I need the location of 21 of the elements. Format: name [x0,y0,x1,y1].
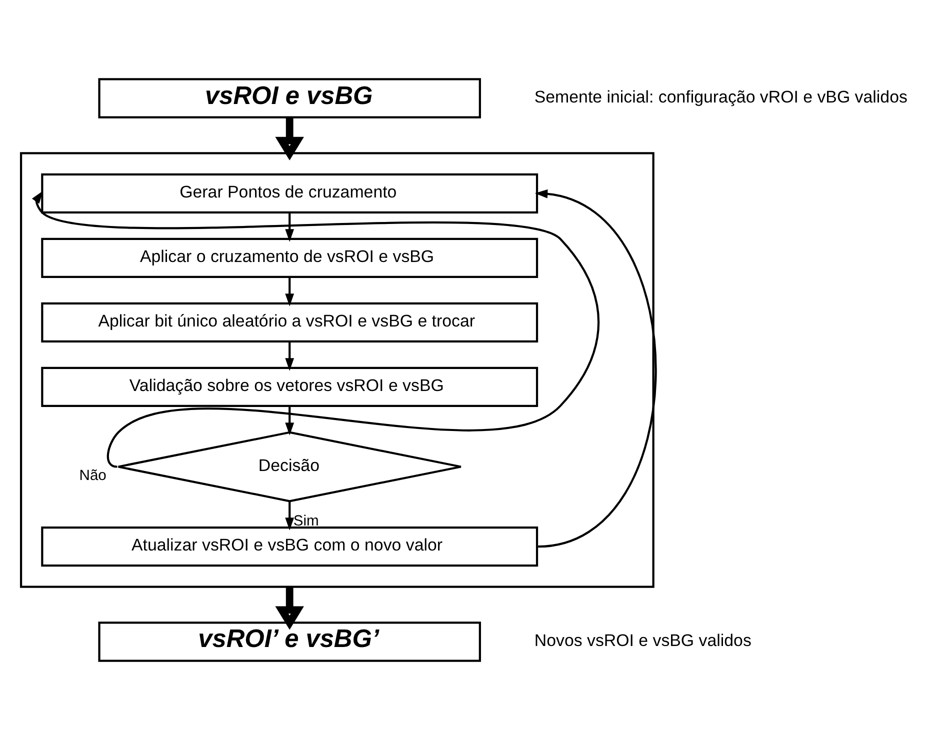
arrow [285,500,294,530]
arrow [285,212,294,242]
arrow [275,586,304,630]
node-box: Aplicar bit único aleatório a vsROI e vsBG e trocar [41,302,538,342]
node-box: Atualizar vsROI e vsBG com o novo valor [41,526,538,566]
node-box: Aplicar o cruzamento de vsROI e vsBG [41,237,538,278]
node-box: Gerar Pontos de cruzamento [41,172,538,214]
node-label: Semente inicial: configuração vROI e vBG validos [534,86,908,106]
arrow [534,188,657,548]
arrow [285,276,294,306]
arrow [275,117,304,160]
node-box: vsROI e vsBG [98,78,481,118]
cluster [20,152,654,588]
node-box: vsROI’ e vsBG’ [98,621,481,662]
node-diamond: Decisão [117,430,462,502]
node-box: Validação sobre os vetores vsROI e vsBG [41,366,538,406]
edge-label: Não [79,467,106,484]
arrow [285,341,294,370]
arrow [32,190,600,468]
arrow [285,406,294,435]
node-label: Novos vsROI e vsBG validos [534,630,752,650]
